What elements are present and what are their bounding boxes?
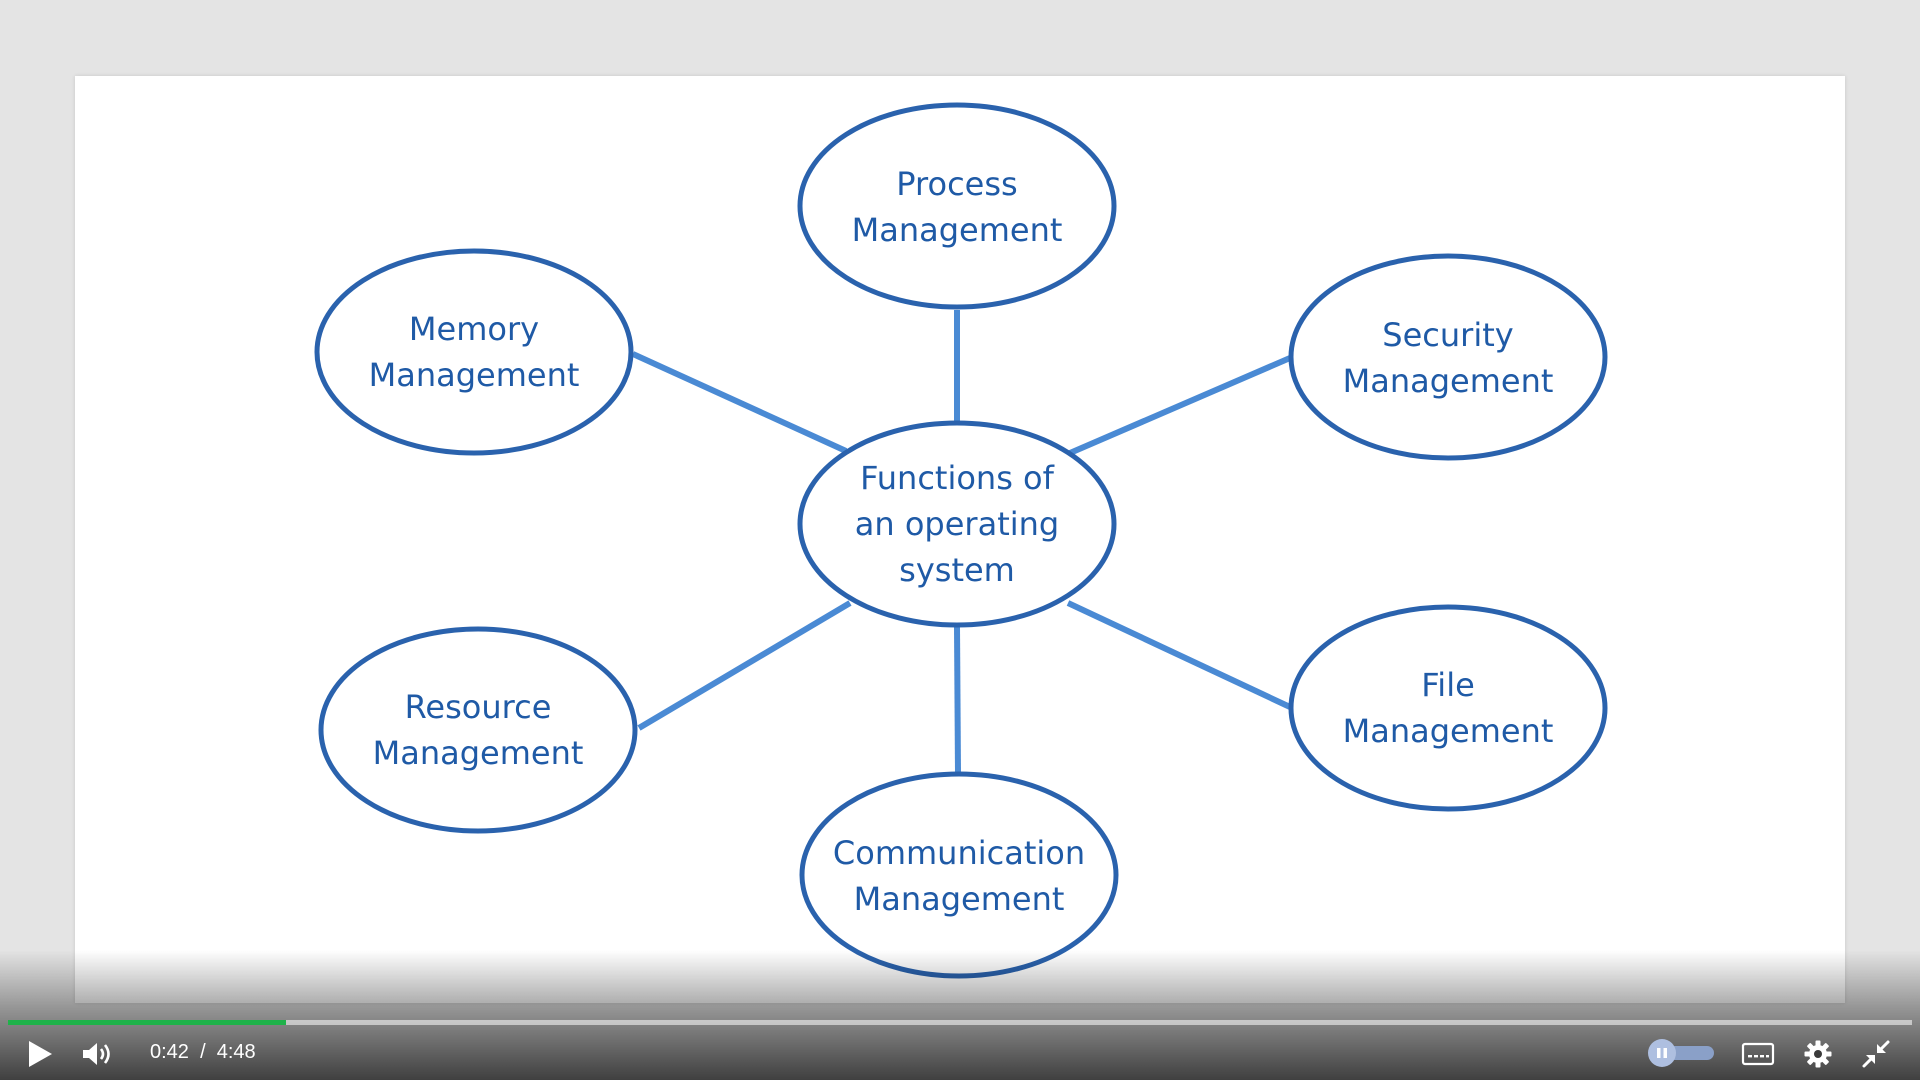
connector-file bbox=[1066, 600, 1292, 710]
node-communication: Communication Management bbox=[799, 771, 1119, 979]
node-resource-line-1: Resource bbox=[405, 688, 552, 726]
connector-memory bbox=[631, 351, 848, 454]
node-resource-line-2: Management bbox=[373, 734, 584, 772]
seek-bar-played bbox=[8, 1020, 286, 1025]
node-communication-line-1: Communication bbox=[833, 834, 1085, 872]
node-process-line-2: Management bbox=[852, 211, 1063, 249]
node-file-line-1: File bbox=[1421, 666, 1475, 704]
pause-toggle-icon bbox=[1657, 1048, 1667, 1058]
connector-security bbox=[1068, 355, 1292, 456]
play-button[interactable] bbox=[18, 1036, 62, 1072]
volume-icon bbox=[83, 1043, 110, 1065]
node-memory: Memory Management bbox=[314, 248, 634, 456]
time-separator: / bbox=[200, 1041, 206, 1063]
node-resource: Resource Management bbox=[318, 626, 638, 834]
exit-fullscreen-button[interactable] bbox=[1854, 1036, 1898, 1072]
node-center-line-1: Functions of bbox=[860, 459, 1055, 497]
seek-bar[interactable] bbox=[8, 1020, 1912, 1025]
node-memory-line-1: Memory bbox=[409, 310, 539, 348]
node-security-line-2: Management bbox=[1343, 362, 1554, 400]
node-center-line-2: an operating bbox=[855, 505, 1059, 543]
connector-communication bbox=[954, 626, 961, 775]
gear-icon bbox=[1804, 1040, 1832, 1068]
node-process: Process Management bbox=[797, 102, 1117, 310]
node-security-line-1: Security bbox=[1382, 316, 1513, 354]
time-display: 0:42 / 4:48 bbox=[150, 1041, 256, 1064]
node-communication-line-2: Management bbox=[854, 880, 1065, 918]
settings-button[interactable] bbox=[1796, 1036, 1840, 1072]
duration: 4:48 bbox=[216, 1041, 256, 1063]
node-memory-line-2: Management bbox=[369, 356, 580, 394]
captions-icon bbox=[1741, 1042, 1775, 1066]
node-center-line-3: system bbox=[899, 551, 1015, 589]
play-icon bbox=[29, 1041, 52, 1067]
node-security: Security Management bbox=[1288, 253, 1608, 461]
toggle-knob bbox=[1648, 1039, 1676, 1067]
playback-toggle[interactable] bbox=[1648, 1039, 1714, 1067]
controls-overlay bbox=[0, 950, 1920, 1080]
current-time: 0:42 bbox=[150, 1041, 189, 1063]
captions-button[interactable] bbox=[1736, 1036, 1780, 1072]
exit-fullscreen-icon bbox=[1862, 1040, 1890, 1068]
node-file: File Management bbox=[1288, 604, 1608, 812]
node-process-line-1: Process bbox=[896, 165, 1017, 203]
connector-resource bbox=[637, 600, 852, 731]
node-file-line-2: Management bbox=[1343, 712, 1554, 750]
volume-button[interactable] bbox=[76, 1036, 120, 1072]
node-center: Functions of an operating system bbox=[797, 420, 1117, 628]
